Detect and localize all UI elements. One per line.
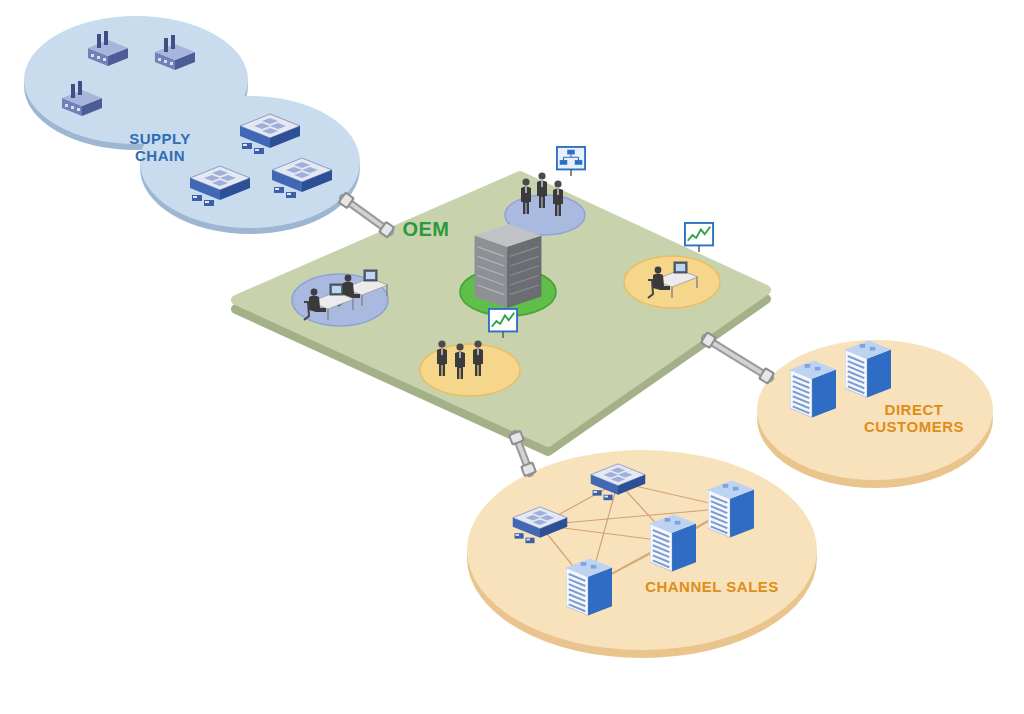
cable-inner: [343, 198, 390, 232]
oem-platform: OEM: [228, 168, 774, 458]
warehouse-icon: [240, 114, 300, 154]
person-icon: [521, 178, 531, 214]
person-icon: [455, 343, 465, 379]
person-icon: [537, 172, 547, 208]
region-label: CHANNEL SALES: [632, 578, 792, 595]
text-holder: OEM: [392, 218, 460, 241]
region-label: DIRECT CUSTOMERS: [856, 401, 972, 436]
warehouse-icon: [513, 507, 568, 543]
person-icon: [437, 340, 447, 376]
pipe-jack: [378, 220, 396, 238]
cable-connector: [700, 331, 776, 385]
team-disc: [292, 274, 388, 326]
text-holder: SUPPLY CHAIN: [116, 130, 204, 165]
warehouse-icon: [272, 158, 332, 198]
person-icon: [473, 340, 483, 376]
workstation-icon: [648, 262, 698, 298]
channel-sales-region: CHANNEL SALES: [462, 445, 822, 670]
text-holder: CHANNEL SALES: [632, 578, 792, 595]
chart-board: [489, 309, 517, 338]
office-building: [708, 480, 754, 537]
region-shape: [228, 168, 774, 458]
region-label: SUPPLY CHAIN: [116, 130, 204, 165]
supply-chain-region: SUPPLY CHAIN: [20, 10, 365, 250]
region-surface: [236, 176, 766, 442]
text-holder: DIRECT CUSTOMERS: [856, 401, 972, 436]
team-disc: [624, 256, 720, 308]
office-building: [650, 514, 696, 571]
region-shape: [752, 335, 998, 495]
cable-connector: [337, 191, 395, 239]
headquarters-building: [475, 224, 542, 308]
office-building: [790, 360, 836, 417]
headquarters-disc: [460, 268, 556, 316]
warehouse-icon: [190, 166, 250, 206]
pipe-jack: [508, 430, 525, 446]
pipe-jack: [758, 367, 776, 385]
cable-inner: [515, 434, 530, 473]
org-chart-board: [557, 147, 585, 176]
direct-customers-region: DIRECT CUSTOMERS: [752, 335, 998, 495]
cable-connector: [508, 430, 538, 478]
office-building: [845, 340, 891, 397]
chart-board: [685, 223, 713, 252]
cable-outer: [705, 338, 770, 378]
region-surface: [467, 450, 817, 650]
office-building: [566, 558, 612, 615]
factory-icon: [88, 31, 128, 66]
pipe-jack: [700, 331, 718, 349]
warehouse-icon: [591, 464, 646, 500]
region-label: OEM: [392, 218, 460, 241]
team-disc: [420, 344, 520, 396]
cable-outer: [343, 198, 390, 232]
team-disc: [505, 195, 585, 235]
person-icon: [553, 180, 563, 216]
workstation-icon: [304, 284, 354, 320]
region-surface: [757, 340, 993, 480]
cable-inner: [705, 338, 770, 378]
pipe-jack: [337, 191, 355, 209]
pipe-jack: [520, 461, 537, 477]
channel-network-lines: [540, 482, 731, 586]
region-shape: [462, 445, 822, 670]
region-shape: [20, 10, 365, 250]
cable-outer: [515, 434, 530, 473]
factory-icon: [62, 81, 102, 116]
workstation-icon: [338, 270, 388, 306]
factory-icon: [155, 35, 195, 70]
